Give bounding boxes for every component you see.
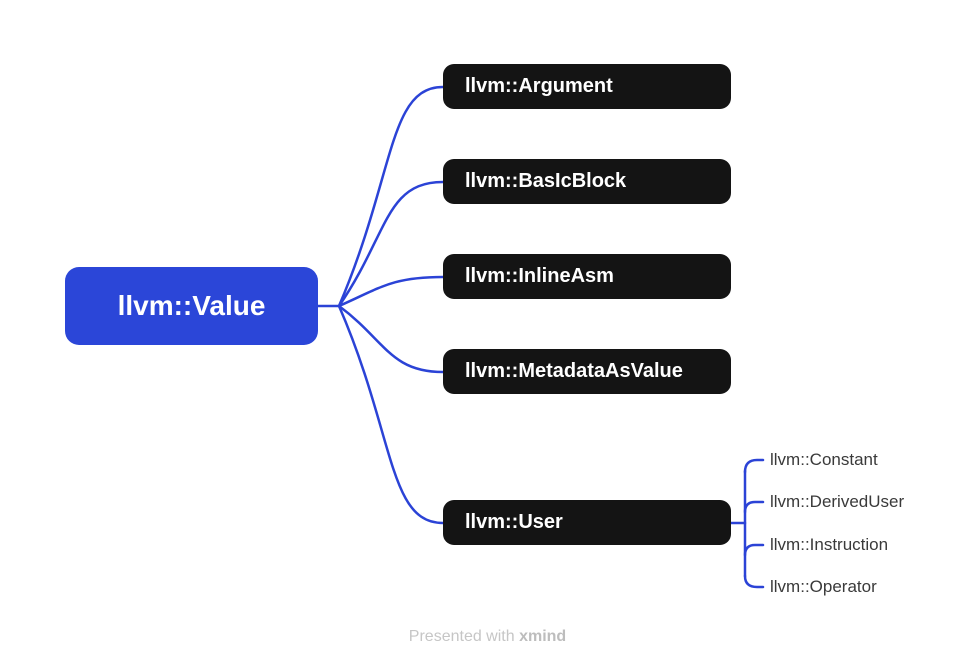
leaf-node-llvm-instruction[interactable]: llvm::Instruction xyxy=(770,535,889,554)
connector-root-inlineasm xyxy=(337,275,445,308)
child-node-llvm-basicblock[interactable]: llvm::BasIcBlock xyxy=(443,159,731,204)
leaf-node-llvm-operator[interactable]: llvm::Operator xyxy=(770,577,877,596)
child-node-llvm-user[interactable]: llvm::User xyxy=(443,500,731,545)
xmind-brand: xmind xyxy=(519,628,567,645)
child-node-llvm-metadataasvalue[interactable]: llvm::MetadataAsValue xyxy=(443,349,731,394)
connector-root-argument xyxy=(337,85,445,308)
child-node-llvm-argument[interactable]: llvm::Argument xyxy=(443,64,731,109)
leaf-node-llvm-deriveduser[interactable]: llvm::DerivedUser xyxy=(770,492,905,511)
connector-user-deriveduser xyxy=(743,500,765,514)
connector-root-basicblock xyxy=(337,180,445,308)
child-node-label: llvm::Argument xyxy=(465,75,613,97)
child-node-llvm-inlineasm[interactable]: llvm::InlineAsm xyxy=(443,254,731,299)
leaf-node-llvm-constant[interactable]: llvm::Constant xyxy=(770,450,878,469)
child-node-label: llvm::User xyxy=(465,511,563,533)
root-node-label: llvm::Value xyxy=(117,290,266,321)
child-node-label: llvm::MetadataAsValue xyxy=(465,360,683,382)
child-node-label: llvm::InlineAsm xyxy=(465,265,614,287)
connector-user-operator xyxy=(743,574,765,589)
xmind-watermark: Presented with xmind xyxy=(0,628,975,646)
connector-root-user xyxy=(337,304,445,525)
connector-root-metadataasvalue xyxy=(337,304,445,374)
connector-user-constant xyxy=(743,458,765,474)
root-node-llvm-value[interactable]: llvm::Value xyxy=(65,267,318,345)
connector-user-instruction xyxy=(743,543,765,557)
watermark-prefix: Presented with xyxy=(408,628,520,645)
child-node-label: llvm::BasIcBlock xyxy=(465,170,627,192)
